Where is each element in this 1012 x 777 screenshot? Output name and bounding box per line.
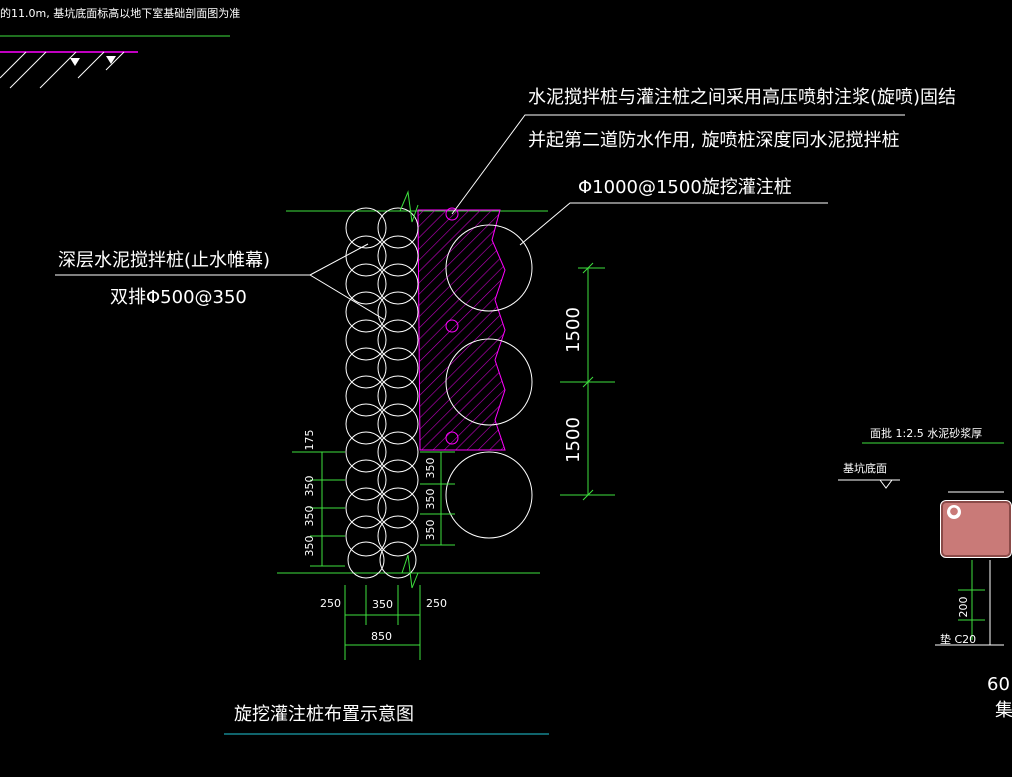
dim-bottom-chain [344, 585, 421, 660]
dim-175: 175 [303, 430, 316, 451]
right-cut-char: 集 [995, 700, 1012, 721]
right-note-surface: 面批 1:2.5 水泥砂浆厚 [870, 426, 982, 440]
dim-350-r2: 350 [424, 489, 437, 510]
jet-grout-marker-2 [445, 319, 459, 333]
dim-1500-a: 1500 [563, 307, 584, 353]
jet-grout-marker-3 [445, 431, 459, 445]
break-mark-top [399, 190, 419, 223]
dim-pile-spacing [560, 262, 615, 501]
callout-grout-line2: 并起第二道防水作用, 旋喷桩深度同水泥搅拌桩 [528, 130, 899, 151]
dim-1500-b: 1500 [563, 417, 584, 463]
pit-bottom-triangle [879, 479, 893, 489]
bored-pile-3 [445, 451, 533, 539]
right-note-pit-bottom: 基坑底面 [843, 461, 887, 475]
bored-pile-1 [445, 224, 533, 312]
top-note: 的11.0m, 基坑底面标高以地下室基础剖面图为准 [0, 6, 240, 20]
dim-850: 850 [371, 630, 392, 643]
dim-left-chain [292, 451, 345, 567]
pile-leader [519, 202, 828, 246]
right-dim-200: 200 [957, 597, 970, 618]
break-mark-bottom [401, 554, 419, 589]
dim-350-r3: 350 [424, 520, 437, 541]
dim-350-l2: 350 [303, 506, 316, 527]
dim-350-l3: 350 [303, 536, 316, 557]
paw-icon: ● [947, 505, 961, 519]
right-note-concrete: 垫 C20 [940, 632, 976, 646]
grout-zone-hatch [417, 209, 506, 451]
grout-leader [451, 114, 905, 215]
dim-250-right: 250 [426, 597, 447, 610]
callout-grout-line1: 水泥搅拌桩与灌注桩之间采用高压喷射注浆(旋喷)固结 [528, 87, 956, 108]
mixing-piles [345, 207, 419, 579]
ground-symbol [0, 51, 138, 89]
callout-mixing-line2: 双排Φ500@350 [110, 287, 247, 308]
dim-350-l1: 350 [303, 476, 316, 497]
bored-pile-2 [445, 338, 533, 426]
mixing-leader-2 [309, 243, 369, 276]
right-cut-60: 60 [987, 674, 1010, 695]
dim-right-chain [420, 451, 455, 546]
jet-grout-marker-1 [445, 207, 459, 221]
drawing-title: 旋挖灌注桩布置示意图 [234, 704, 414, 725]
dim-350-mid: 350 [372, 598, 393, 611]
floating-badge[interactable]: ● [940, 500, 1012, 558]
dim-250-left: 250 [320, 597, 341, 610]
callout-pile: Φ1000@1500旋挖灌注桩 [578, 177, 792, 198]
callout-mixing-line1: 深层水泥搅拌桩(止水帷幕) [58, 250, 270, 271]
dim-350-r1: 350 [424, 458, 437, 479]
